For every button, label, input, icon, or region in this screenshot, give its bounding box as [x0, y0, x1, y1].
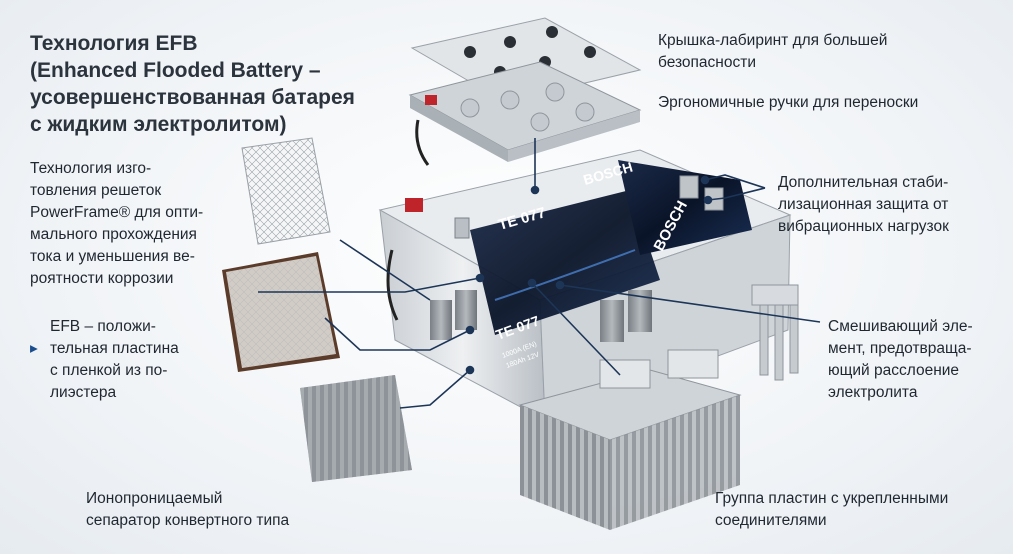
diagram-title: Технология EFB (Enhanced Flooded Battery…: [30, 32, 355, 136]
label-powerframe: Технология изго- товления решеток PowerF…: [30, 160, 204, 287]
label-stabilization: Дополнительная стаби- лизационная защита…: [778, 174, 949, 235]
separator-envelope: [300, 375, 412, 482]
powerframe-grid: [241, 137, 331, 245]
label-plate-group: Группа пластин с укрепленными соединител…: [715, 490, 949, 529]
efb-plate: [222, 252, 340, 372]
mixing-element: [751, 284, 799, 381]
plate-group: [518, 349, 742, 530]
labyrinth-lid: [408, 17, 642, 166]
battery-body: [378, 149, 792, 421]
label-efb-plate: EFB – положи- тельная пластина с пленкой…: [50, 318, 179, 401]
efb-bullet-glyph: ▸: [30, 340, 38, 357]
label-handles: Эргономичные ручки для переноски: [658, 94, 919, 111]
label-separator: Ионопроницаемый сепаратор конвертного ти…: [86, 490, 290, 529]
label-lid: Крышка-лабиринт для большей безопасности: [658, 32, 888, 71]
efb-bullet-icon: ▸: [30, 316, 50, 360]
label-mixing-element: Смешивающий эле- мент, предотвраща- ющий…: [828, 318, 973, 401]
leader-lines: [258, 138, 821, 409]
